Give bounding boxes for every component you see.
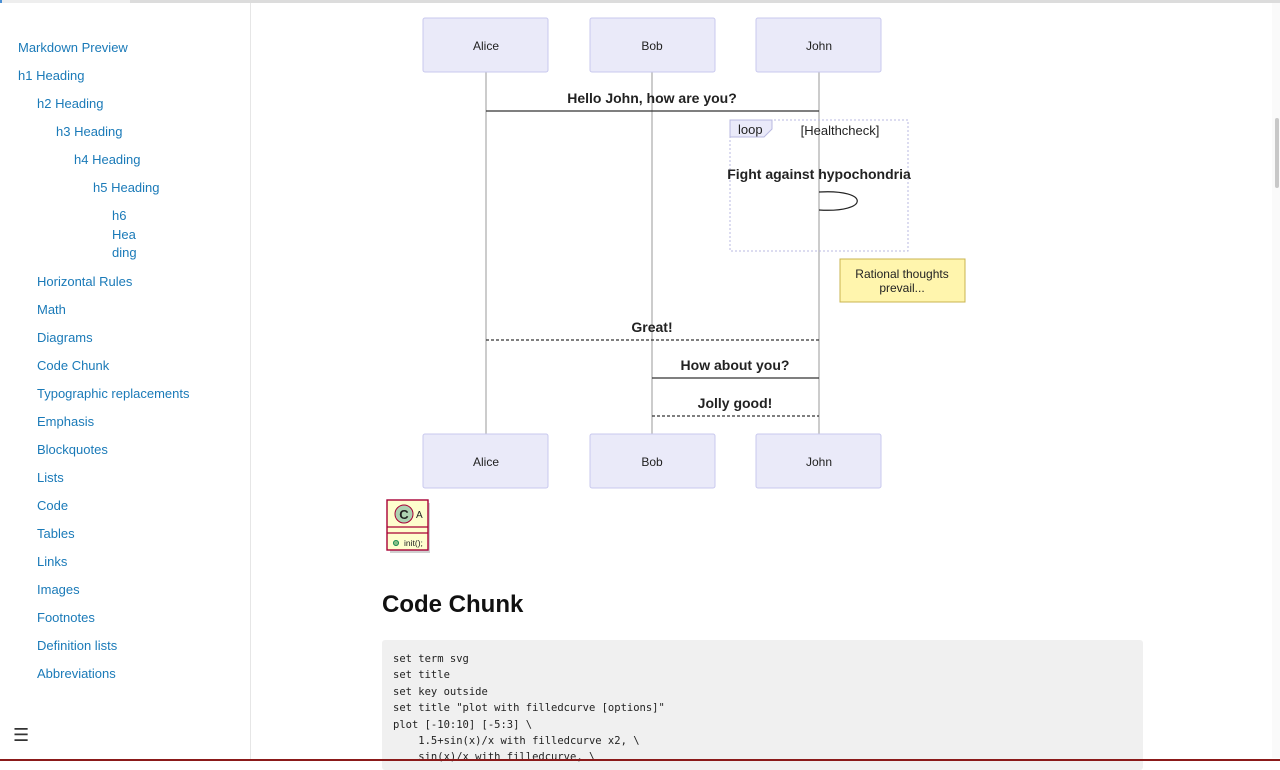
toc-item-definition-lists[interactable]: Definition lists (37, 638, 118, 653)
uml-class-a: C A init(); (386, 499, 430, 553)
message-hello-john: Hello John, how are you? (567, 90, 737, 106)
toc-item-typographic-replacements[interactable]: Typographic replacements (37, 386, 190, 401)
class-name: A (416, 510, 423, 521)
code-line: set title (393, 669, 450, 682)
toc-item-diagrams[interactable]: Diagrams (37, 330, 93, 345)
toc-item-abbreviations[interactable]: Abbreviations (37, 666, 116, 681)
toc-item-code[interactable]: Code (37, 498, 69, 513)
participant-john-bottom-label: John (806, 455, 832, 469)
participant-alice-bottom-label: Alice (473, 455, 499, 469)
top-border-accent (0, 0, 130, 3)
top-border (0, 0, 1280, 3)
participant-john-top-label: John (806, 39, 832, 53)
toc-item-links[interactable]: Links (37, 554, 68, 569)
progress-indicator (0, 0, 2, 4)
message-jolly-good: Jolly good! (698, 395, 773, 411)
code-line: sin(x)/x with filledcurve, \ (393, 751, 596, 764)
toc-item-h1-heading[interactable]: h1 Heading (18, 68, 85, 83)
participant-bob-bottom: Bob (589, 433, 716, 489)
hamburger-menu-icon[interactable]: ☰ (13, 725, 30, 746)
class-stereotype-letter: C (399, 507, 409, 522)
scrollbar-thumb[interactable] (1275, 118, 1279, 188)
code-chunk-block[interactable]: set term svg set title set key outside s… (382, 640, 1143, 770)
code-line: set title "plot with filledcurve [option… (393, 702, 665, 715)
note-line-2: prevail... (879, 281, 924, 295)
code-chunk-heading: Code Chunk (382, 591, 524, 618)
toc-item-code-chunk[interactable]: Code Chunk (37, 358, 110, 373)
toc-item-h4-heading[interactable]: h4 Heading (74, 152, 141, 167)
sequence-diagram: Alice Bob John Hello John, how are you? … (386, 17, 966, 553)
toc-sidebar: Markdown Preview h1 Heading h2 Heading h… (0, 3, 251, 761)
toc-item-h5-heading[interactable]: h5 Heading (93, 180, 160, 195)
toc-item-h2-heading[interactable]: h2 Heading (37, 96, 104, 111)
loop-label: loop (738, 122, 763, 137)
participant-alice-top: Alice (422, 17, 549, 73)
loop-condition: [Healthcheck] (801, 123, 880, 138)
toc-item-footnotes[interactable]: Footnotes (37, 610, 95, 625)
message-how-about-you: How about you? (681, 357, 790, 373)
toc-item-blockquotes[interactable]: Blockquotes (37, 442, 108, 457)
toc-item-tables[interactable]: Tables (37, 526, 75, 541)
participant-bob-top-label: Bob (641, 39, 663, 53)
toc-item-images[interactable]: Images (37, 582, 80, 597)
participant-john-bottom: John (755, 433, 882, 489)
note-line-1: Rational thoughts (855, 267, 948, 281)
toc-item-markdown-preview[interactable]: Markdown Preview (18, 40, 128, 55)
participant-alice-bottom: Alice (422, 433, 549, 489)
toc-item-h3-heading[interactable]: h3 Heading (56, 124, 123, 139)
code-line: 1.5+sin(x)/x with filledcurve x2, \ (393, 735, 640, 748)
class-method: init(); (404, 538, 423, 548)
class-stereotype-icon (394, 504, 414, 524)
toc-item-emphasis[interactable]: Emphasis (37, 414, 95, 429)
self-message-arrow (818, 191, 858, 211)
code-line: plot [-10:10] [-5:3] \ (393, 718, 533, 731)
scrollbar[interactable] (1272, 3, 1280, 758)
loop-fragment: loop [Healthcheck] Fight against hypocho… (727, 119, 911, 252)
self-message-label: Fight against hypochondria (727, 166, 911, 182)
participant-bob-bottom-label: Bob (641, 455, 663, 469)
toc-item-h6-heading[interactable]: h6 Heading (112, 208, 137, 261)
code-line: set term svg (393, 653, 469, 665)
message-great: Great! (631, 319, 672, 335)
note-rational-thoughts: Rational thoughts prevail... (839, 258, 966, 303)
participant-alice-top-label: Alice (473, 39, 499, 53)
toc-item-horizontal-rules[interactable]: Horizontal Rules (37, 274, 133, 289)
bottom-border (0, 759, 1280, 761)
toc-item-lists[interactable]: Lists (37, 470, 64, 485)
public-method-icon (392, 540, 399, 547)
toc-item-math[interactable]: Math (37, 302, 66, 317)
participant-john-top: John (755, 17, 882, 73)
code-line: set key outside (393, 685, 488, 698)
participant-bob-top: Bob (589, 17, 716, 73)
